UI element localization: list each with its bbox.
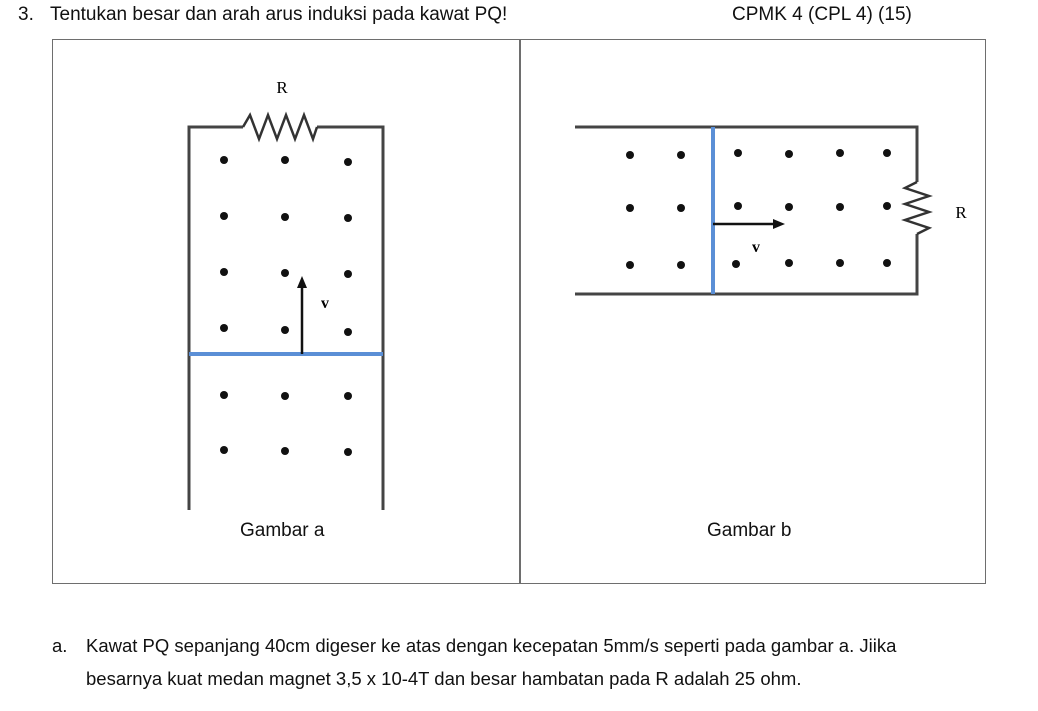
figure-a-resistor-label: R [276,78,288,97]
figure-a-diagram: R v [187,78,385,510]
figure-b-caption: Gambar b [707,520,792,541]
sub-question-line-1: Kawat PQ sepanjang 40cm digeser ke atas … [86,635,897,656]
question-header: 3. Tentukan besar dan arah arus induksi … [18,4,1018,32]
figure-a-velocity-label: v [321,295,329,312]
sub-question-letter: a. [52,635,68,656]
figure-b-velocity-label: v [752,239,760,256]
figure-b-field-dots [626,149,891,269]
table-divider [519,40,521,583]
figure-a-circuit-frame [187,125,385,510]
figure-b-arrowhead [773,219,785,229]
sub-question-line-2: besarnya kuat medan magnet 3,5 x 10-4T d… [86,668,802,689]
figure-a-resistor [241,111,319,143]
figure-a-caption: Gambar a [240,520,325,541]
figure-b-diagram: R v [575,125,967,296]
sub-question-text: Kawat PQ sepanjang 40cm digeser ke atas … [86,629,1026,695]
question-prompt: Tentukan besar dan arah arus induksi pad… [50,4,508,25]
figure-a-arrowhead [297,276,307,288]
figure-b-resistor [901,180,933,236]
figure-table: R v Gambar a R v Gambar b [52,39,986,584]
figure-b-circuit-frame [575,125,919,296]
figure-b-resistor-label: R [955,203,967,222]
figure-a-field-dots [220,156,352,456]
question-number: 3. [18,4,34,25]
learning-outcome-code: CPMK 4 (CPL 4) (15) [732,4,912,25]
